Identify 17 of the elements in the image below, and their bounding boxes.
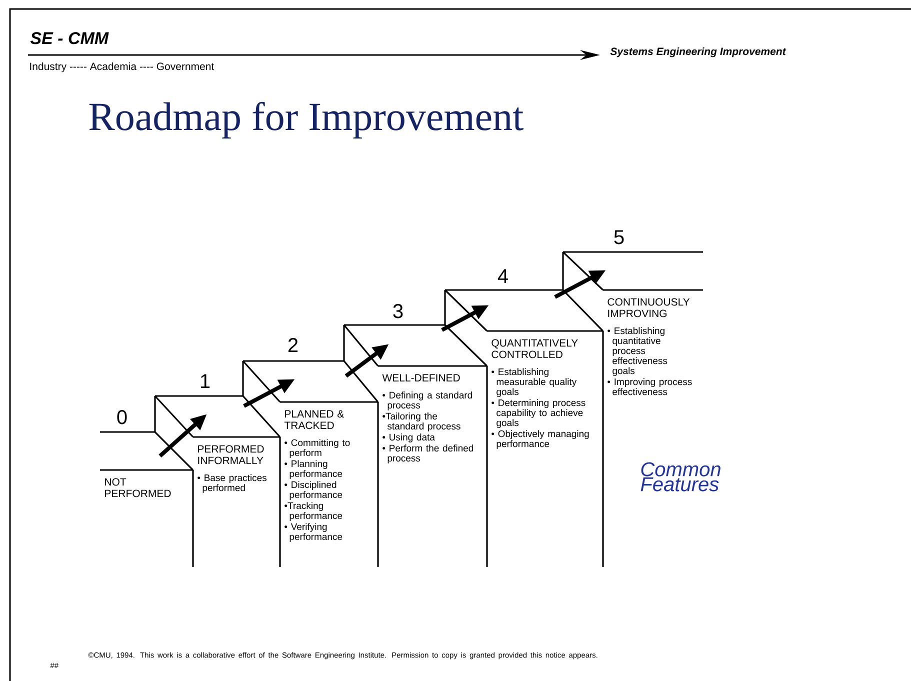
level-number: 3 xyxy=(393,304,403,318)
level-column: QUANTITATIVELY CONTROLLED • Establishing measurable quality goals • Determining process capability to achieve goals • Objectively managing performance xyxy=(492,339,589,450)
level-column: WELL-DEFINED • Defining a standard process •Tailoring the standard process • Using data • Perform the defined process xyxy=(382,374,474,464)
feature-label: Common Features xyxy=(640,462,720,492)
level-column: NOT PERFORMED xyxy=(105,478,171,498)
level-column: PLANNED & TRACKED • Committing to perform • Planning performance • Disciplined performance •Tracking performance • Verifying performance xyxy=(284,410,350,542)
level-column: CONTINUOUSLY IMPROVING • Establishing quantitative process effectiveness goals • Improving process effectiveness xyxy=(608,298,692,396)
header-subtitle: Systems Engineering Improvement xyxy=(610,47,786,58)
header-caption: Industry ----- Academia ---- Government xyxy=(30,62,214,72)
level-number: 5 xyxy=(614,230,624,244)
level-number: 4 xyxy=(498,269,508,283)
level-number: 1 xyxy=(200,374,210,388)
level-number: 2 xyxy=(288,338,298,352)
header-title: SE - CMM xyxy=(30,32,109,44)
slide-title: Roadmap for Improvement xyxy=(89,102,524,139)
level-number: 0 xyxy=(117,410,127,424)
level-column: PERFORMED INFORMALLY • Base practices performed xyxy=(198,445,266,494)
